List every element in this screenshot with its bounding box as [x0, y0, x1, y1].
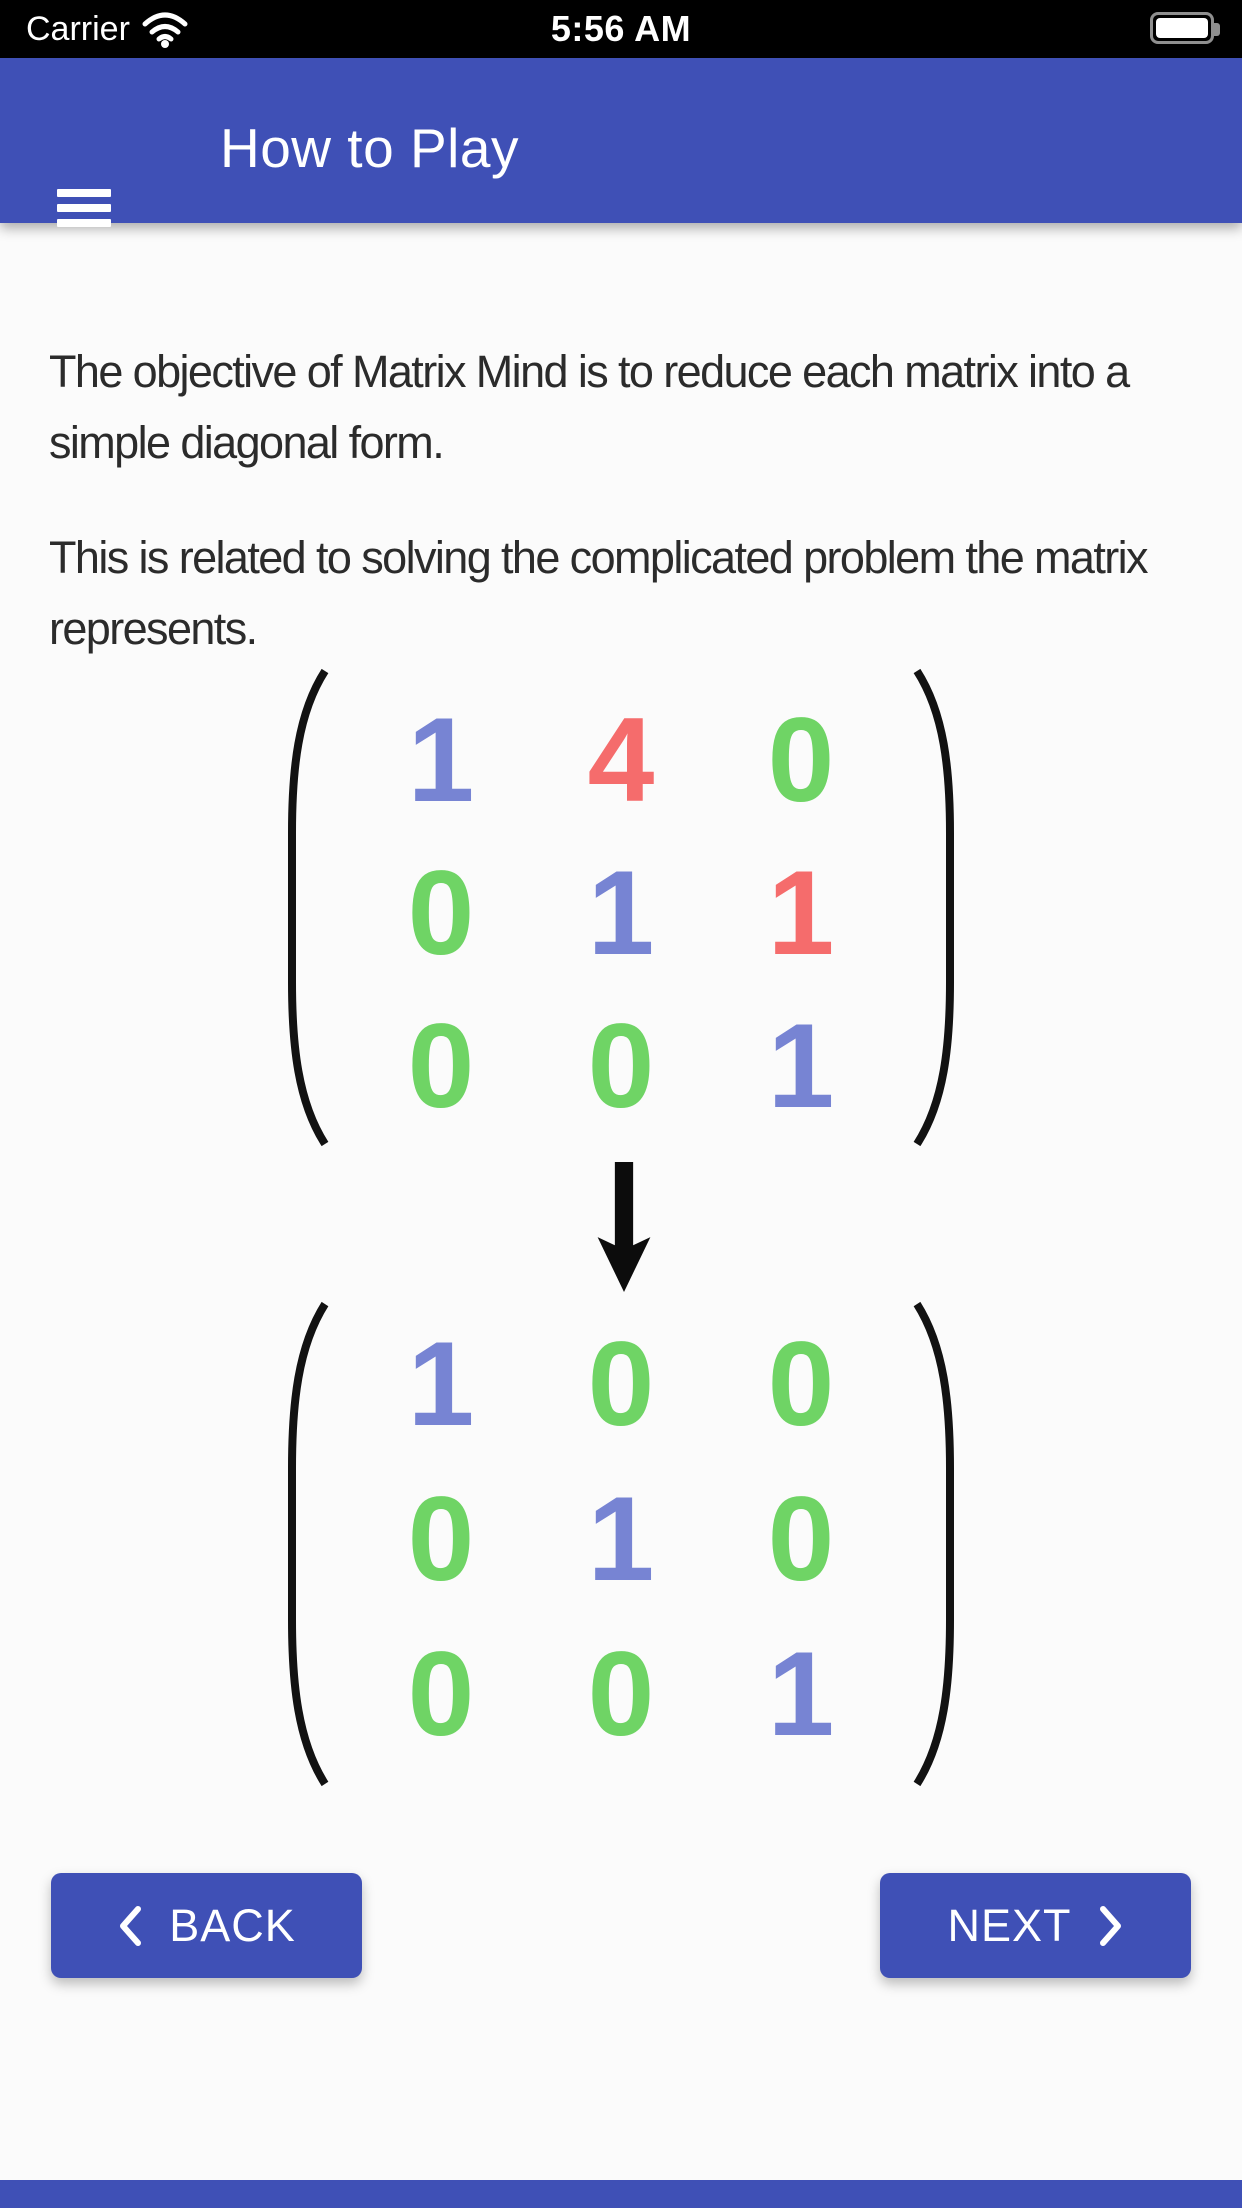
- matrix-digit: 1: [407, 1316, 475, 1451]
- back-button-label: BACK: [169, 1899, 296, 1951]
- clock-label: 5:56 AM: [550, 8, 692, 49]
- matrix-cell: 4: [531, 683, 711, 836]
- battery-full-icon: [1150, 12, 1220, 44]
- matrix-digit: 1: [587, 1471, 655, 1606]
- bottom-accent-bar: [0, 2180, 1242, 2208]
- matrix-cell: 1: [711, 836, 891, 989]
- matrix-digit: 0: [407, 1471, 475, 1606]
- explanation-paragraph: This is related to solving the complicat…: [49, 522, 1212, 664]
- matrix-digit: 0: [767, 1471, 835, 1606]
- matrix-digit: 0: [587, 1627, 655, 1762]
- matrix-digit: 0: [407, 845, 475, 980]
- next-button-label: NEXT: [947, 1899, 1072, 1951]
- right-paren-bracket: [913, 1301, 954, 1787]
- matrix-digit: 1: [767, 1627, 835, 1762]
- carrier-label: Carrier: [26, 9, 130, 48]
- matrix-digit: 1: [767, 845, 835, 980]
- left-paren-bracket: [288, 668, 329, 1147]
- intro-paragraph: The objective of Matrix Mind is to reduc…: [49, 336, 1212, 478]
- wifi-icon: [142, 12, 188, 48]
- page-title: How to Play: [220, 116, 519, 179]
- matrix-cell: 0: [711, 1461, 891, 1616]
- matrix-digit: 0: [767, 692, 835, 827]
- chevron-right-icon: [1099, 1905, 1121, 1946]
- matrix-cell: 1: [351, 683, 531, 836]
- status-left-group: Carrier: [26, 0, 188, 58]
- matrix-digit: 1: [407, 692, 475, 827]
- matrix-cell: 0: [711, 1306, 891, 1461]
- matrix-digit: 1: [587, 845, 655, 980]
- chevron-left-icon: [120, 1905, 142, 1946]
- paragraph-line: The objective of Matrix Mind is to reduc…: [49, 346, 1130, 397]
- back-button[interactable]: BACK: [51, 1873, 362, 1978]
- matrix-digit: 0: [587, 1316, 655, 1451]
- matrix-cell: 1: [711, 1617, 891, 1772]
- matrix-digit: 0: [587, 998, 655, 1133]
- matrix-cell: 1: [351, 1306, 531, 1461]
- app-header: How to Play: [0, 58, 1242, 227]
- matrix-digit: 0: [407, 998, 475, 1133]
- matrix-cell: 1: [531, 836, 711, 989]
- matrix-digit: 0: [767, 1316, 835, 1451]
- status-bar: Carrier 5:56 AM: [0, 0, 1242, 58]
- matrix-cell: 0: [351, 836, 531, 989]
- matrix-cell: 0: [711, 683, 891, 836]
- matrix-cell: 0: [531, 1617, 711, 1772]
- matrix-cell: 0: [351, 989, 531, 1142]
- matrix-cell: 1: [711, 989, 891, 1142]
- arrow-down-icon: [597, 1162, 651, 1292]
- matrix-cell: 1: [531, 1461, 711, 1616]
- matrix-cell: 0: [351, 1461, 531, 1616]
- left-paren-bracket: [288, 1301, 329, 1787]
- matrix-digit: 4: [587, 692, 655, 827]
- matrix-cell: 0: [351, 1617, 531, 1772]
- next-button[interactable]: NEXT: [880, 1873, 1191, 1978]
- paragraph-line: simple diagonal form.: [49, 417, 445, 468]
- matrix-digit: 1: [767, 998, 835, 1133]
- paragraph-line: represents.: [49, 603, 258, 654]
- matrix-digit: 0: [407, 1627, 475, 1762]
- matrix-cell: 0: [531, 1306, 711, 1461]
- right-paren-bracket: [913, 668, 954, 1147]
- paragraph-line: This is related to solving the complicat…: [49, 532, 1149, 583]
- hamburger-menu-icon[interactable]: [57, 189, 111, 227]
- matrix-cell: 0: [531, 989, 711, 1142]
